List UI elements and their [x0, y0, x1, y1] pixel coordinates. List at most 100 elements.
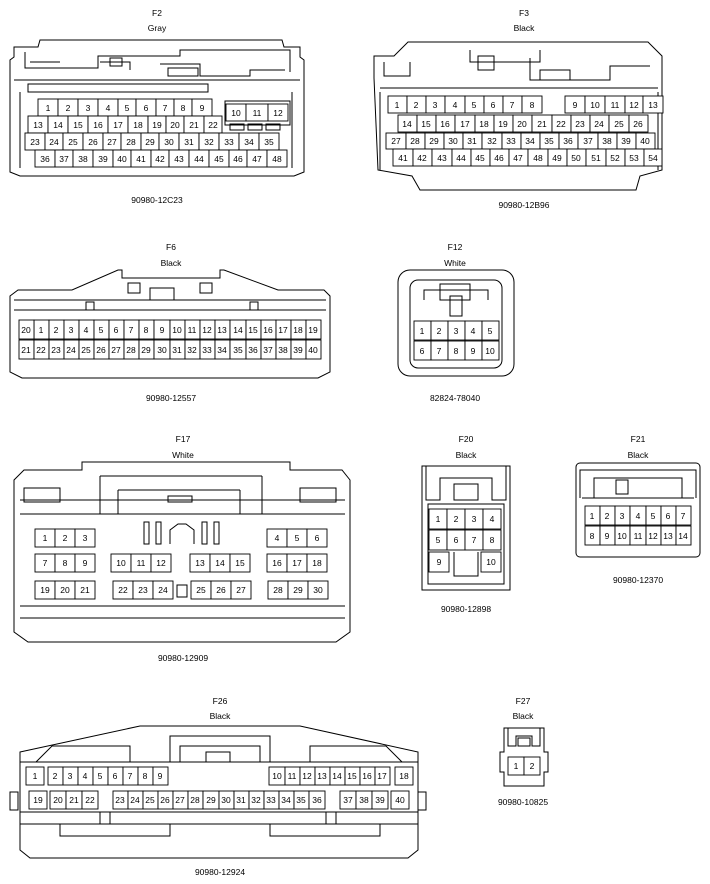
- pin: 37: [339, 790, 357, 810]
- svg-text:11: 11: [288, 771, 297, 781]
- pin: 11: [629, 525, 647, 546]
- pin: 23: [48, 339, 65, 360]
- pin: 35: [293, 790, 310, 810]
- svg-text:47: 47: [252, 154, 262, 164]
- svg-text:36: 36: [40, 154, 50, 164]
- pin: 30: [158, 132, 180, 151]
- svg-text:18: 18: [293, 325, 303, 335]
- svg-text:7: 7: [43, 558, 48, 568]
- svg-text:4: 4: [636, 511, 641, 521]
- pin: 24: [63, 339, 80, 360]
- svg-text:15: 15: [347, 771, 357, 781]
- svg-text:15: 15: [73, 120, 83, 130]
- svg-text:7: 7: [510, 100, 515, 110]
- svg-text:10: 10: [172, 325, 182, 335]
- pin: 4: [78, 319, 95, 340]
- pin: 15: [245, 319, 262, 340]
- svg-text:32: 32: [204, 137, 214, 147]
- svg-text:16: 16: [263, 325, 273, 335]
- pin: 14: [329, 766, 346, 786]
- svg-text:14: 14: [215, 558, 225, 568]
- pin: 14: [229, 319, 247, 340]
- pin: 9: [599, 525, 616, 546]
- pin: 15: [416, 114, 437, 133]
- pin: 10: [481, 340, 500, 361]
- pin: 38: [275, 339, 292, 360]
- pin: 31: [462, 132, 483, 150]
- svg-text:4: 4: [471, 326, 476, 336]
- pin: 1: [25, 766, 45, 786]
- pin: 4: [97, 98, 119, 117]
- pin: 6: [135, 98, 157, 117]
- pin: 19: [493, 114, 514, 133]
- pin: 7: [464, 529, 484, 551]
- connector-f6: F6 Black 1 2 3 4 5 6 7 8 9 10 11 12 13 1…: [9, 242, 331, 403]
- svg-text:29: 29: [206, 795, 216, 805]
- svg-text:2: 2: [414, 100, 419, 110]
- pin: 25: [62, 132, 84, 151]
- svg-text:13: 13: [663, 531, 673, 541]
- svg-text:28: 28: [410, 136, 420, 146]
- pin: 35: [258, 132, 280, 151]
- svg-text:12: 12: [629, 100, 639, 110]
- pin: 16: [266, 553, 288, 573]
- svg-text:1: 1: [436, 514, 441, 524]
- pin: 34: [238, 132, 260, 151]
- pin: 17: [286, 553, 308, 573]
- pin: 6: [413, 340, 432, 361]
- svg-text:27: 27: [391, 136, 401, 146]
- connector-f2-id: F2: [152, 8, 162, 18]
- connector-f3-id: F3: [519, 8, 529, 18]
- pin: 17: [107, 115, 129, 134]
- pin: 6: [660, 505, 677, 526]
- svg-text:17: 17: [278, 325, 288, 335]
- svg-text:21: 21: [69, 795, 79, 805]
- svg-text:5: 5: [99, 325, 104, 335]
- svg-text:39: 39: [375, 795, 385, 805]
- svg-text:8: 8: [144, 325, 149, 335]
- svg-text:50: 50: [571, 153, 581, 163]
- pin: 31: [233, 790, 250, 810]
- pin: 46: [228, 149, 248, 168]
- pin: 14: [47, 115, 69, 134]
- pin: 10: [268, 766, 286, 786]
- svg-text:24: 24: [158, 585, 168, 595]
- f26-pins: 1 2 3 4 5 6 7 8 9 10 11 12 13 14 15 16 1…: [25, 766, 414, 810]
- connector-f27-color: Black: [513, 711, 535, 721]
- svg-text:41: 41: [136, 154, 146, 164]
- pin: 5: [117, 98, 137, 117]
- svg-text:7: 7: [472, 535, 477, 545]
- pin: 9: [153, 319, 171, 340]
- svg-text:3: 3: [620, 511, 625, 521]
- svg-text:3: 3: [433, 100, 438, 110]
- svg-text:28: 28: [190, 795, 200, 805]
- svg-text:6: 6: [491, 100, 496, 110]
- pin: 41: [130, 149, 152, 168]
- svg-text:7: 7: [681, 511, 686, 521]
- pin: 5: [481, 320, 500, 341]
- svg-text:17: 17: [460, 119, 470, 129]
- pin: 6: [306, 528, 328, 548]
- pin: 32: [198, 132, 220, 151]
- pin: 11: [130, 553, 152, 573]
- svg-text:36: 36: [248, 345, 258, 355]
- svg-text:3: 3: [68, 771, 73, 781]
- svg-text:6: 6: [113, 771, 118, 781]
- svg-text:1: 1: [33, 771, 38, 781]
- pin: 9: [464, 340, 483, 361]
- connector-f27: F27 Black 1 2 90980-10825: [498, 696, 549, 807]
- pin: 50: [566, 148, 587, 167]
- svg-text:24: 24: [49, 137, 59, 147]
- connector-f2-part-number: 90980-12C23: [131, 195, 183, 205]
- f3-pins: 1 2 3 4 5 6 7 8 9 10 11 12 13 14 15 16 1…: [385, 95, 664, 167]
- svg-text:41: 41: [398, 153, 408, 163]
- svg-text:5: 5: [125, 103, 130, 113]
- svg-text:12: 12: [302, 771, 312, 781]
- pin: 23: [24, 132, 46, 151]
- svg-text:30: 30: [157, 345, 167, 355]
- svg-text:14: 14: [402, 119, 412, 129]
- svg-text:33: 33: [266, 795, 276, 805]
- svg-text:29: 29: [429, 136, 439, 146]
- svg-text:22: 22: [118, 585, 128, 595]
- pin: 4: [464, 320, 483, 341]
